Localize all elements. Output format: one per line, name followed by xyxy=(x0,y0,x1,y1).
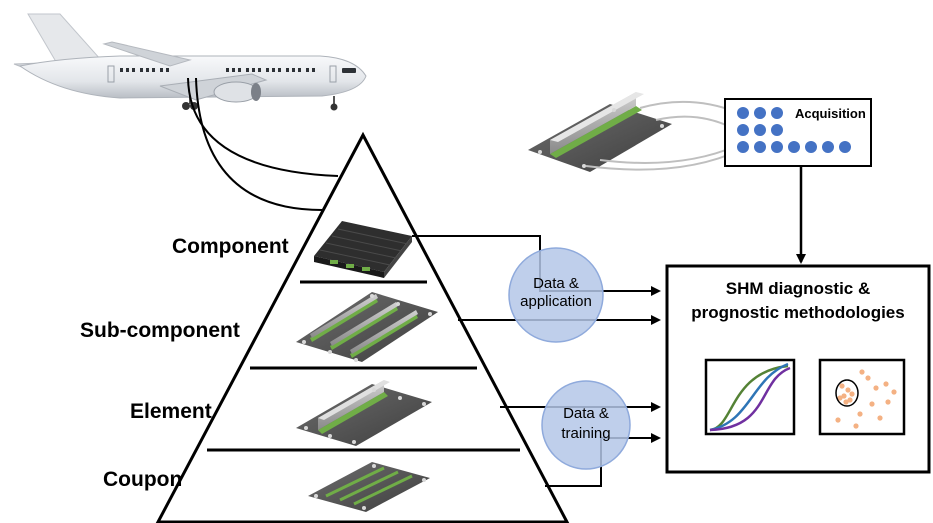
prognostic-curves-plot xyxy=(704,358,796,436)
bubble-top-line1: Data & xyxy=(533,275,579,292)
shm-title-line1: SHM diagnostic & xyxy=(726,279,871,298)
acquisition-channel-dot xyxy=(771,124,783,136)
diagnostic-scatter-points xyxy=(835,369,897,429)
bubble-bottom-line1: Data & xyxy=(563,405,609,422)
airplane-link-line-upper xyxy=(187,77,339,177)
scatter-point xyxy=(885,399,891,405)
scatter-point xyxy=(849,391,855,397)
bubble-bottom-line2: training xyxy=(561,425,610,442)
component-label: Component xyxy=(172,235,289,258)
coupon-label: Coupon xyxy=(103,468,182,491)
component-specimen xyxy=(314,221,412,278)
sub-component-specimen xyxy=(296,292,438,362)
acquisition-channel-dot xyxy=(771,107,783,119)
acquisition-label: Acquisition xyxy=(795,106,866,121)
shm-title-line2: prognostic methodologies xyxy=(691,303,904,322)
scatter-point xyxy=(845,387,851,393)
element-label: Element xyxy=(130,400,212,423)
airplane-illustration xyxy=(13,13,367,111)
scatter-point xyxy=(847,397,853,403)
bubble-top-line2: application xyxy=(520,293,592,310)
scatter-point xyxy=(891,389,897,395)
scatter-point xyxy=(877,415,883,421)
acquisition-channel-dot xyxy=(754,107,766,119)
scatter-point xyxy=(857,411,863,417)
acquisition-channel-dot xyxy=(771,141,783,153)
cluster-ellipse xyxy=(835,379,859,407)
scatter-point xyxy=(873,385,879,391)
acquisition-box xyxy=(724,98,872,167)
scatter-point xyxy=(853,423,859,429)
acquisition-channel-dot xyxy=(754,141,766,153)
scatter-point xyxy=(835,417,841,423)
acquisition-channel-dot xyxy=(805,141,817,153)
airplane-link-line-lower xyxy=(195,77,323,211)
acquisition-channel-dot xyxy=(737,141,749,153)
acquisition-channel-dot xyxy=(788,141,800,153)
scatter-point xyxy=(839,383,845,389)
acquisition-channel-dot xyxy=(839,141,851,153)
acquisition-channel-dot xyxy=(822,141,834,153)
acquisition-channel-dot xyxy=(737,124,749,136)
acquisition-channel-dot xyxy=(754,124,766,136)
scatter-point xyxy=(841,393,847,399)
scatter-point xyxy=(859,369,865,375)
scatter-point xyxy=(883,381,889,387)
scatter-point xyxy=(837,395,843,401)
scatter-point xyxy=(869,401,875,407)
scatter-point xyxy=(843,399,849,405)
acquisition-channel-dots xyxy=(737,107,851,153)
coupon-specimen xyxy=(308,462,430,512)
data-application-bubble: Data & application xyxy=(508,247,604,343)
element-specimen xyxy=(296,380,432,446)
data-training-bubble: Data & training xyxy=(541,380,631,470)
sub-component-label: Sub-component xyxy=(80,319,240,342)
scatter-point xyxy=(865,375,871,381)
prognostic-curves xyxy=(709,362,791,432)
acquisition-channel-dot xyxy=(737,107,749,119)
acquisition-specimen xyxy=(528,92,672,172)
